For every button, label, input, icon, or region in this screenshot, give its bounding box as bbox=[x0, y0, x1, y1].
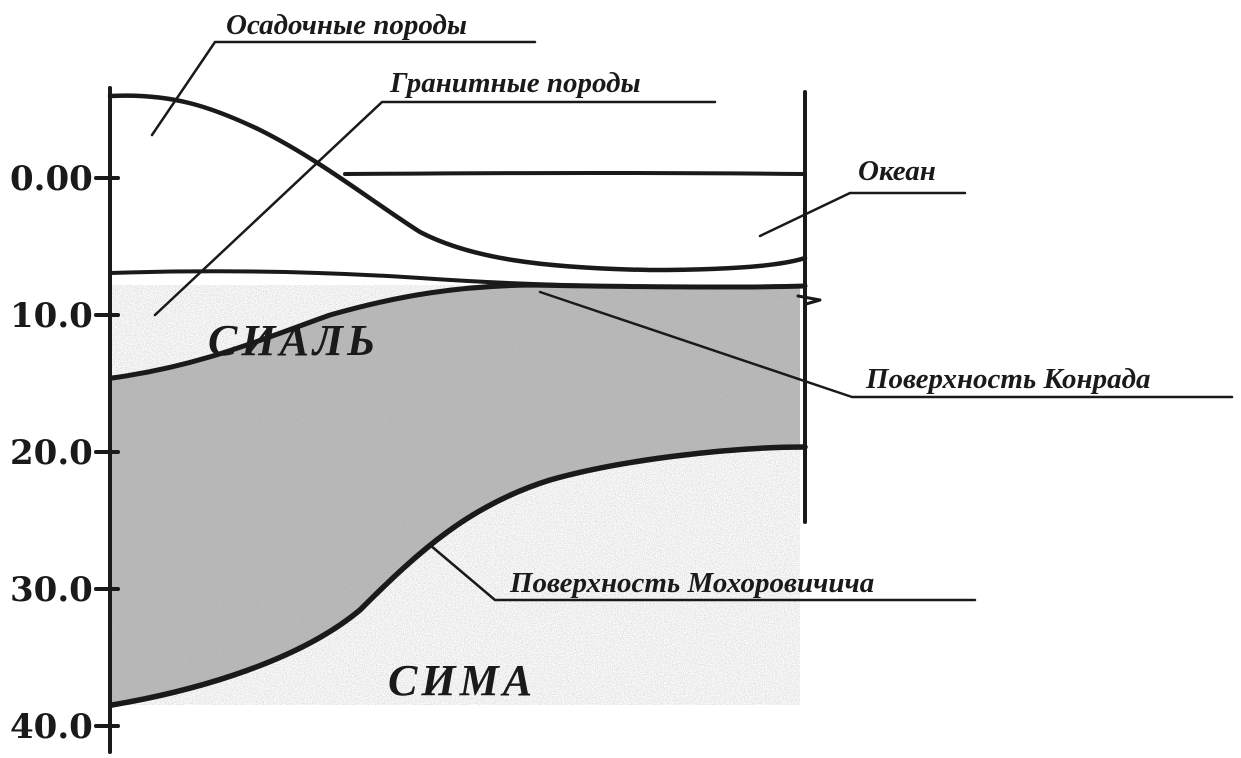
granite-leader bbox=[155, 102, 715, 315]
depth-axis: 0.00 10.0 20.0 30.0 40.0 bbox=[10, 88, 118, 752]
conrad-label: Поверхность Конрада bbox=[865, 363, 1151, 395]
ocean-leader bbox=[760, 193, 965, 236]
moho-label: Поверхность Мохоровичича bbox=[509, 567, 874, 599]
sea-level-line bbox=[345, 173, 805, 174]
tick-label-30: 30.0 bbox=[10, 570, 93, 610]
sedimentary-label: Осадочные породы bbox=[226, 9, 467, 41]
boundary-break-mark bbox=[798, 296, 820, 304]
tick-label-40: 40.0 bbox=[10, 707, 93, 747]
sial-label: СИАЛЬ bbox=[208, 316, 379, 365]
sediment-top-surface bbox=[110, 96, 805, 270]
ocean-label: Океан bbox=[858, 155, 936, 187]
tick-label-10: 10.0 bbox=[10, 296, 93, 336]
granite-label: Гранитные породы bbox=[389, 67, 641, 99]
tick-label-0: 0.00 bbox=[10, 159, 93, 199]
tick-label-20: 20.0 bbox=[10, 433, 93, 473]
sima-label: СИМА bbox=[388, 656, 536, 705]
